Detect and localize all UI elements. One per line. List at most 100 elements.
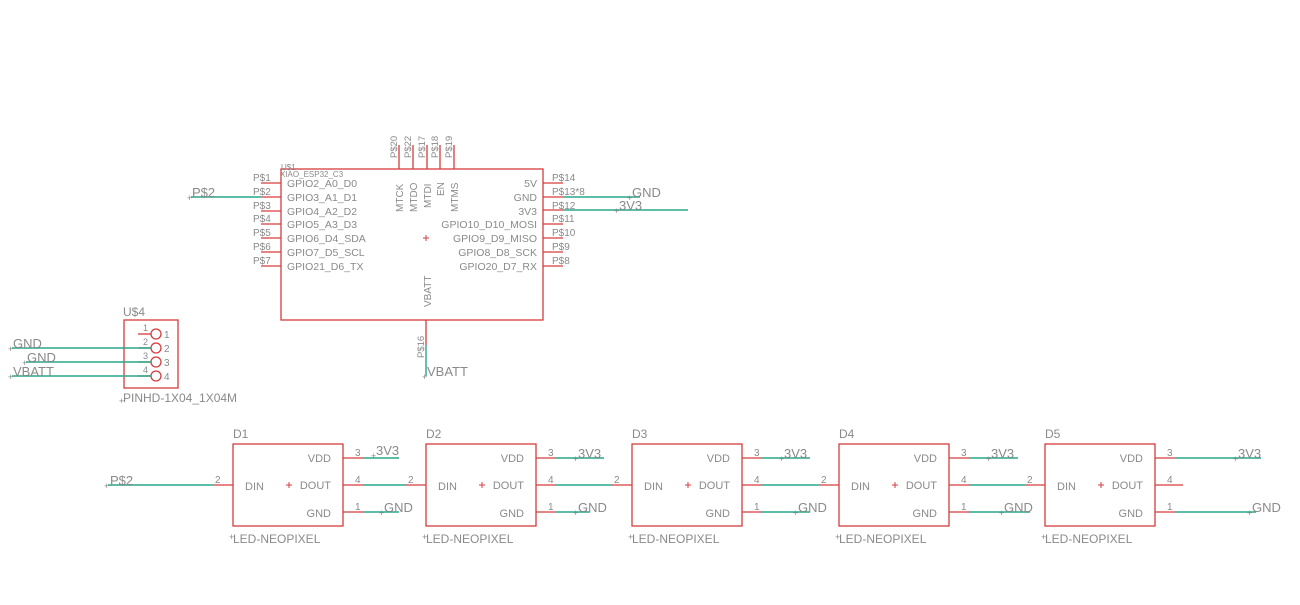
mcu-right-pin-5v[interactable]: P$14 5V (524, 173, 576, 190)
led-d1[interactable]: D1 LED-NEOPIXEL + 2 3 4 1 DIN VDD DOUT G… (213, 427, 363, 546)
mcu-xiao-esp32c3[interactable]: U$1 XIAO_ESP32_C3 P$1 GPIO2_A0_D0 P$2 GP… (253, 136, 585, 358)
net-label: 3V3 (991, 446, 1014, 461)
pad-label: P$12 (552, 201, 576, 212)
led-d4[interactable]: D4 LED-NEOPIXEL + 2 3 4 1 DIN VDD DOUT G… (819, 427, 969, 546)
mcu-top-pin-mtdo[interactable]: P$22 MTDO (403, 136, 420, 212)
label-dout: DOUT (300, 480, 331, 492)
net-3v3-d5[interactable]: 3V3 + (1175, 446, 1261, 464)
led-value: LED-NEOPIXEL (632, 532, 720, 546)
pin-number: 4 (961, 475, 967, 486)
pin-label: GPIO10_D10_MOSI (441, 219, 537, 231)
mcu-top-pin-mtms[interactable]: P$19 MTMS (444, 136, 461, 212)
pin-label: MTDI (423, 184, 434, 208)
net-label: P$2 (110, 473, 133, 488)
net-p2-led-din[interactable]: P$2 + (104, 473, 213, 491)
net-end-mark: + (1233, 454, 1238, 464)
header-body (123, 319, 179, 389)
pin-label: GPIO4_A2_D2 (287, 206, 357, 218)
net-gnd-d3[interactable]: GND + (762, 500, 827, 518)
net-gnd-d4[interactable]: GND + (969, 500, 1033, 518)
pin-number: 3 (355, 448, 361, 459)
mcu-bottom-pin-vbatt[interactable]: VBATT P$16 (416, 276, 434, 358)
net-end-mark: + (986, 454, 991, 464)
pin-number: 2 (215, 475, 221, 486)
mcu-left-pin-4[interactable]: P$4 GPIO5_A3_D3 (253, 214, 357, 231)
pin-label: GPIO21_D6_TX (287, 261, 363, 273)
pad-label: P$7 (253, 256, 271, 267)
mcu-right-pin-3v3[interactable]: P$12 3V3 (518, 201, 575, 218)
mcu-left-pin-7[interactable]: P$7 GPIO21_D6_TX (253, 256, 363, 273)
net-label: P$2 (192, 185, 215, 200)
label-dout: DOUT (493, 480, 524, 492)
pin-number: 1 (143, 323, 148, 333)
pin-circle (150, 328, 162, 340)
net-3v3-mcu[interactable]: 3V3 + (563, 198, 688, 216)
net-gnd-d2[interactable]: GND + (556, 500, 607, 518)
pin-circle (150, 370, 162, 382)
label-dout: DOUT (699, 480, 730, 492)
label-vdd: VDD (308, 453, 331, 465)
pad-label: P$17 (417, 136, 428, 158)
pad-label: P$13*8 (552, 187, 585, 198)
pin-label: MTDO (409, 182, 420, 212)
label-vdd: VDD (707, 453, 730, 465)
pin-header-u4[interactable]: U$4 PINHD-1X04_1X04M + 1 1 2 2 3 3 4 4 (119, 305, 237, 406)
pin-number: 2 (1027, 475, 1033, 486)
pin-number: 4 (143, 365, 148, 375)
net-end-mark: + (573, 454, 578, 464)
pad-label: P$8 (552, 256, 570, 267)
net-p2-mcu[interactable]: P$2 + (187, 185, 261, 203)
pin-number: 1 (355, 502, 361, 513)
header-pin-1[interactable]: 1 1 (138, 323, 170, 341)
mcu-right-pin-mosi[interactable]: P$11 GPIO10_D10_MOSI (441, 214, 575, 231)
led-d2[interactable]: D2 LED-NEOPIXEL + 2 3 4 1 DIN VDD DOUT G… (406, 427, 556, 546)
net-3v3-d4[interactable]: 3V3 + (969, 446, 1018, 464)
net-gnd-d1[interactable]: GND + (363, 500, 413, 518)
pin-circle (150, 356, 162, 368)
led-d3[interactable]: D3 LED-NEOPIXEL + 2 3 4 1 DIN VDD DOUT G… (612, 427, 762, 546)
mcu-right-pin-sck[interactable]: P$9 GPIO8_D8_SCK (458, 242, 570, 259)
net-vbatt-mcu[interactable]: VBATT + (422, 345, 468, 382)
net-end-mark: + (627, 193, 632, 203)
header-origin-mark: + (119, 396, 124, 406)
mcu-top-pin-mtck[interactable]: P$20 MTCK (389, 136, 406, 212)
mcu-top-pin-en[interactable]: P$18 EN (430, 136, 447, 196)
pin-label: EN (436, 182, 447, 196)
mcu-top-pin-mtdi[interactable]: P$17 MTDI (417, 136, 434, 208)
mcu-left-pin-2[interactable]: P$2 GPIO3_A1_D1 (253, 187, 357, 204)
pin-label: GPIO8_D8_SCK (458, 247, 537, 259)
label-vdd: VDD (1120, 453, 1143, 465)
led-name: D3 (632, 427, 648, 441)
net-label: GND (1252, 500, 1281, 515)
label-vdd: VDD (914, 453, 937, 465)
net-3v3-d3[interactable]: 3V3 + (762, 446, 810, 464)
led-value: LED-NEOPIXEL (426, 532, 514, 546)
net-vbatt-header[interactable]: VBATT + (8, 364, 151, 382)
mcu-body (280, 168, 544, 321)
pin-number: 2 (614, 475, 620, 486)
mcu-left-pin-3[interactable]: P$3 GPIO4_A2_D2 (253, 201, 357, 218)
mcu-right-pin-gnd[interactable]: P$13*8 GND (514, 187, 586, 204)
net-gnd-header-2[interactable]: GND + (22, 350, 151, 368)
net-gnd-d5[interactable]: GND + (1175, 500, 1281, 518)
mcu-left-pin-5[interactable]: P$5 GPIO6_D4_SDA (253, 228, 366, 245)
mcu-left-pin-6[interactable]: P$6 GPIO7_D5_SCL (253, 242, 365, 259)
net-gnd-header-1[interactable]: GND + (8, 336, 151, 354)
mcu-right-pin-miso[interactable]: P$10 GPIO9_D9_MISO (453, 228, 576, 245)
pin-label: 4 (164, 372, 170, 383)
mcu-right-pin-rx[interactable]: P$8 GPIO20_D7_RX (459, 256, 570, 273)
led-d5[interactable]: D5 LED-NEOPIXEL + 2 3 4 1 DIN VDD DOUT G… (1025, 427, 1183, 546)
mcu-left-pin-1[interactable]: P$1 GPIO2_A0_D0 (253, 173, 357, 190)
net-end-mark: + (793, 508, 798, 518)
pad-label: P$1 (253, 173, 271, 184)
label-gnd: GND (1119, 508, 1144, 520)
pin-circle (150, 342, 162, 354)
net-3v3-d1[interactable]: 3V3 + (363, 443, 399, 461)
net-end-mark: + (8, 372, 13, 382)
pin-number: 3 (548, 448, 554, 459)
pin-number: 2 (821, 475, 827, 486)
net-3v3-d2[interactable]: 3V3 + (556, 446, 604, 464)
net-gnd-mcu[interactable]: GND + (563, 185, 661, 203)
net-label: 3V3 (784, 446, 807, 461)
label-din: DIN (1057, 481, 1076, 493)
